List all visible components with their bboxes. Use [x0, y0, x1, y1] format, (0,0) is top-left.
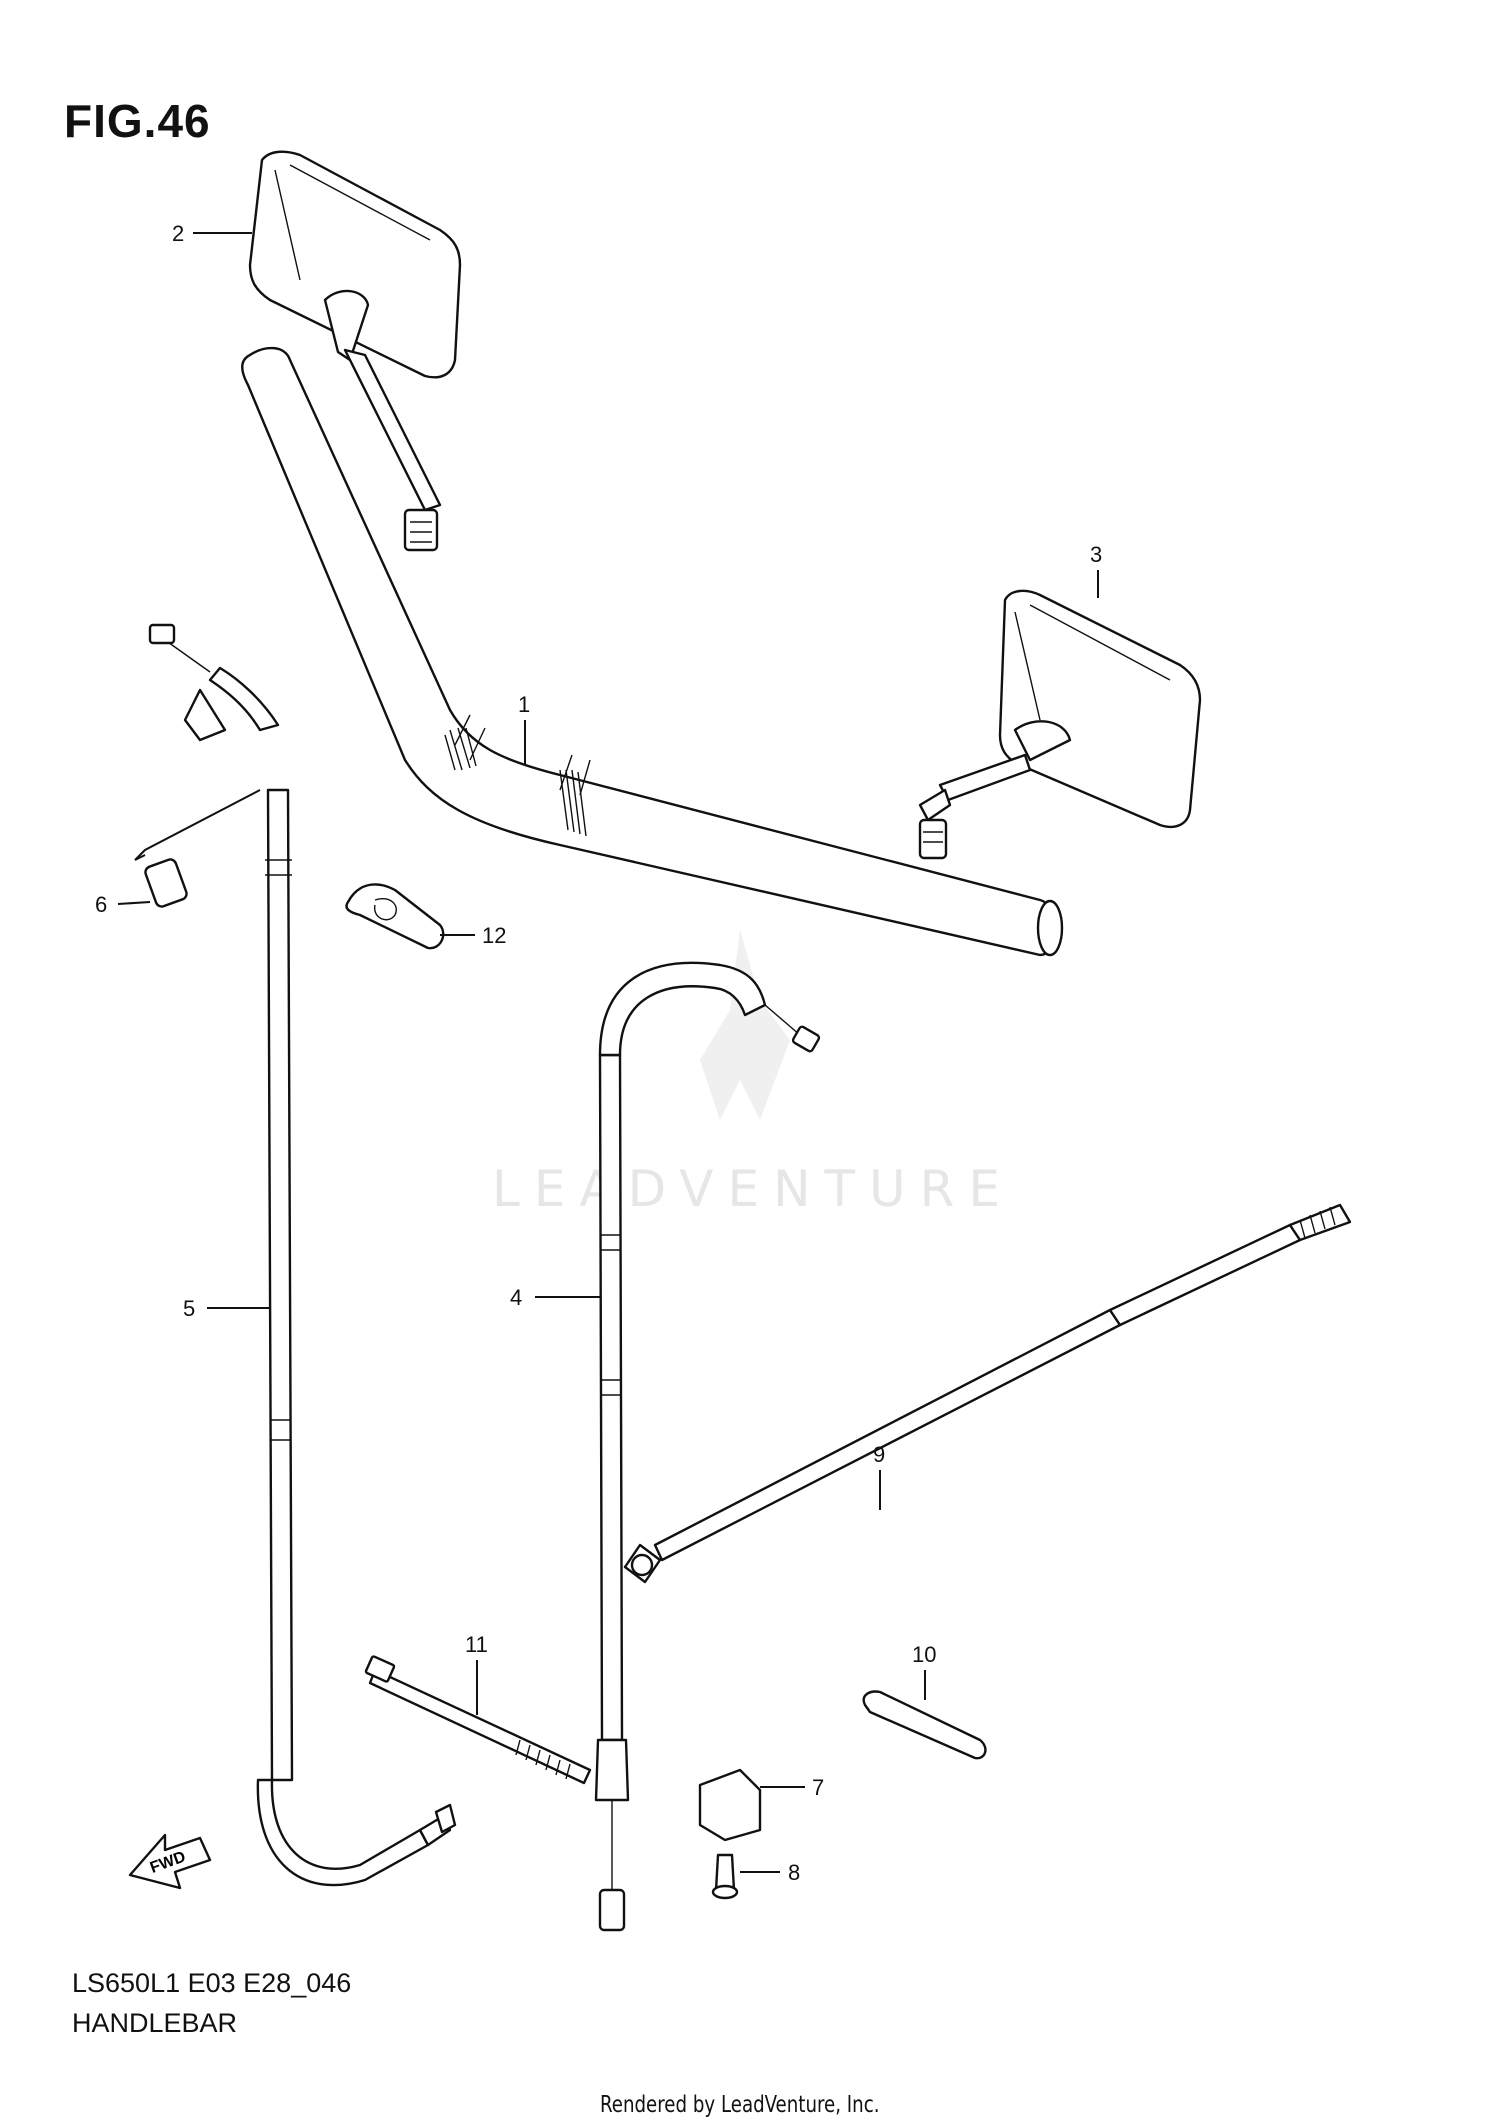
screw-part-8[interactable]	[711, 1853, 739, 1900]
callout-labels: 2 3 1 6 12 4 5 9 11 10 7 8	[95, 221, 1102, 1885]
clip-part-12[interactable]	[345, 883, 445, 950]
figure-title: FIG.46	[64, 95, 211, 147]
handlebar-part[interactable]	[241, 346, 1064, 957]
callout-8: 8	[788, 1860, 800, 1885]
callout-11: 11	[465, 1632, 488, 1657]
callout-12: 12	[482, 923, 506, 948]
cable-tie-part-11[interactable]	[364, 1655, 592, 1785]
model-code: LS650L1 E03 E28_046	[72, 1968, 352, 1998]
bolt-part-6[interactable]	[144, 858, 188, 908]
holder-part-7[interactable]	[698, 1768, 762, 1842]
forward-direction-arrow: FWD	[128, 1833, 212, 1890]
cable-part-9[interactable]	[623, 1203, 1352, 1584]
clutch-cable-part-5[interactable]	[148, 623, 457, 1887]
callout-leaders	[117, 232, 1099, 1873]
left-mirror-part[interactable]	[248, 150, 462, 552]
watermark-logo	[700, 930, 790, 1120]
watermark-text: LEADVENTURE	[492, 1160, 1014, 1218]
callout-3: 3	[1090, 542, 1102, 567]
callout-7: 7	[812, 1775, 824, 1800]
right-mirror-part[interactable]	[918, 589, 1202, 860]
cable-part-4[interactable]	[594, 961, 821, 1932]
band-part-10[interactable]	[862, 1690, 987, 1760]
callout-5: 5	[183, 1296, 195, 1321]
diagram-name: HANDLEBAR	[72, 2008, 238, 2038]
callout-6: 6	[95, 892, 107, 917]
callout-4: 4	[510, 1285, 522, 1310]
callout-10: 10	[912, 1642, 936, 1667]
credit-line: Rendered by LeadVenture, Inc.	[600, 2092, 880, 2118]
callout-1: 1	[518, 692, 530, 717]
callout-2: 2	[172, 221, 184, 246]
callout-9: 9	[873, 1442, 885, 1467]
